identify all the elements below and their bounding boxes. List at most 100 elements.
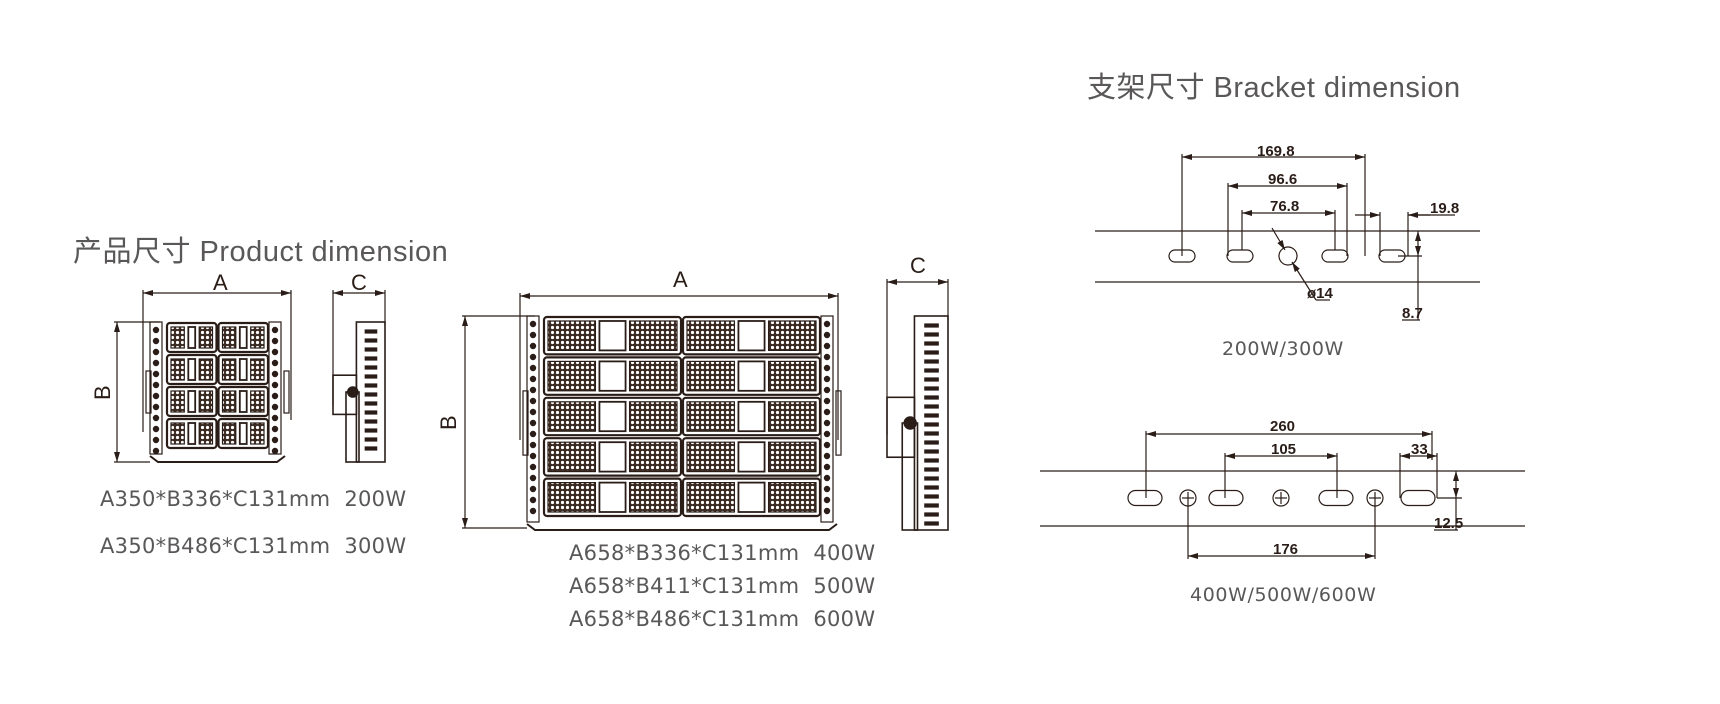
led-module: [217, 385, 270, 418]
led-module: [681, 437, 822, 477]
module-center: [737, 360, 766, 392]
dim-96-6: 96.6: [1268, 171, 1297, 188]
bracket-section-title: 支架尺寸 Bracket dimension: [1087, 72, 1461, 104]
rail-dot: [529, 353, 537, 361]
dim-76-8: 76.8: [1270, 198, 1299, 215]
led-module: [681, 477, 822, 518]
led-array: [170, 422, 185, 445]
rail-dot: [823, 331, 831, 339]
spec-power: 300W: [344, 534, 407, 558]
dim-12-5: 12.5: [1434, 515, 1463, 532]
rail-dot: [152, 436, 160, 444]
spec-600w: A658*B486*C131mm 600W: [569, 607, 875, 631]
fin: [924, 368, 939, 373]
slot-hole: [1400, 489, 1436, 507]
fin: [924, 431, 939, 436]
led-module: [681, 396, 822, 437]
led-array: [221, 326, 237, 349]
module-center: [598, 481, 627, 513]
rail-dot: [271, 337, 279, 345]
small-lamp-side: [332, 321, 386, 463]
led-array: [547, 441, 597, 473]
dim-19-8: 19.8: [1430, 200, 1459, 217]
rail-dot: [271, 381, 279, 389]
rail-dot: [152, 425, 160, 433]
rail-dot: [271, 359, 279, 367]
led-array: [686, 441, 736, 473]
module-center: [598, 400, 627, 433]
rail-dot: [529, 452, 537, 460]
led-array: [170, 390, 185, 413]
led-module: [165, 385, 218, 418]
fin: [924, 422, 939, 427]
led-array: [767, 360, 817, 392]
slot-hole: [1226, 249, 1254, 263]
rail-dot: [529, 419, 537, 427]
fin: [924, 350, 939, 355]
rail-dot: [271, 403, 279, 411]
fin: [924, 467, 939, 472]
led-array: [686, 320, 736, 351]
led-array: [547, 482, 597, 513]
rail-dot: [152, 414, 160, 422]
led-module: [542, 315, 683, 356]
mount-left: [145, 370, 152, 414]
led-module: [165, 321, 218, 354]
led-module: [542, 396, 683, 437]
dim-c-small: C: [351, 270, 367, 295]
module-center: [187, 390, 197, 413]
led-module: [165, 353, 218, 386]
led-array: [170, 326, 185, 349]
rail-dot: [823, 485, 831, 493]
fin: [364, 437, 378, 442]
spec-500w: A658*B411*C131mm 500W: [569, 574, 875, 598]
led-array: [250, 390, 265, 413]
rail-dot: [823, 375, 831, 383]
led-array: [250, 422, 265, 445]
rail-dot: [529, 331, 537, 339]
led-array: [170, 358, 185, 381]
rail-dot: [271, 414, 279, 422]
module-center: [737, 400, 766, 433]
round-hole: [1278, 246, 1298, 266]
rail-dot: [152, 370, 160, 378]
module-center: [737, 481, 766, 513]
module-center: [238, 326, 248, 349]
dim-b-small: B: [90, 385, 115, 400]
spec-size: A658*B486*C131mm: [569, 607, 800, 631]
rail-dot: [152, 359, 160, 367]
dim-c-large: C: [910, 253, 926, 278]
rail-dot: [823, 496, 831, 504]
fin: [924, 359, 939, 364]
led-array: [628, 360, 678, 392]
dim-hole-14: ø14: [1307, 285, 1334, 302]
fin: [924, 503, 939, 508]
rail-dot: [823, 474, 831, 482]
mount-right: [283, 370, 290, 414]
rail-dot: [271, 370, 279, 378]
fin: [924, 386, 939, 391]
fin: [364, 428, 378, 433]
rail-dot: [823, 419, 831, 427]
rail-dot: [271, 348, 279, 356]
spec-power: 200W: [344, 487, 407, 511]
hole-leader: [1291, 261, 1317, 301]
spec-size: A658*B336*C131mm: [569, 541, 800, 565]
dim-a-large: A: [673, 267, 688, 292]
led-module: [542, 477, 683, 518]
rail-dot: [823, 452, 831, 460]
rail-dot: [529, 408, 537, 416]
rail-dot: [271, 425, 279, 433]
module-center: [238, 422, 248, 445]
led-module: [542, 437, 683, 477]
led-array: [686, 401, 736, 432]
rail-dot: [529, 386, 537, 394]
rail-dot: [152, 447, 160, 455]
module-center: [187, 326, 197, 349]
rail-dot: [529, 320, 537, 328]
spec-power: 500W: [813, 574, 876, 598]
fin: [364, 383, 378, 388]
fin: [924, 449, 939, 454]
module-center: [187, 358, 197, 381]
rail-dot: [152, 403, 160, 411]
